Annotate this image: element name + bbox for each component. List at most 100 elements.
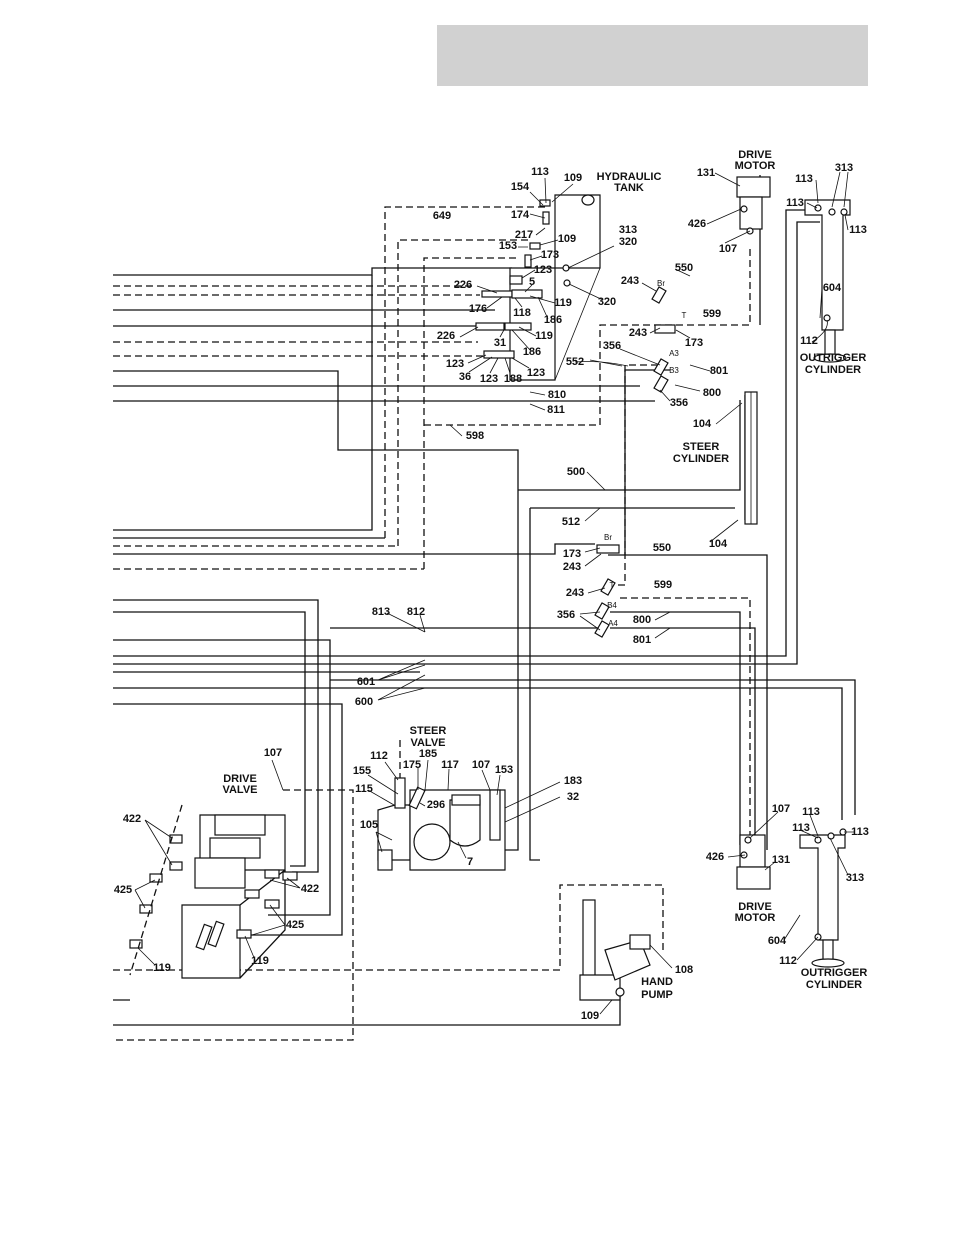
tank-fittings (475, 199, 571, 359)
callout-label: 313 (619, 224, 637, 236)
callout-label: CYLINDER (806, 979, 862, 991)
dashed-hose-line (384, 206, 548, 538)
component-part (653, 375, 669, 393)
component-part (483, 350, 515, 359)
callout-label: 296 (427, 799, 445, 811)
leader-lines (134, 171, 855, 1015)
drive-motor-bottom-label: DRIVE (738, 901, 772, 913)
dashed-hose-line (397, 239, 530, 546)
callout-label: 801 (710, 365, 728, 377)
component-part (827, 832, 835, 840)
outrigger-cylinder-top (804, 199, 851, 331)
component-part (736, 866, 771, 890)
callout-label: VALVE (222, 784, 257, 796)
callout-label: 217 (515, 229, 533, 241)
callout-label: 800 (703, 387, 721, 399)
callout-label: B4 (607, 601, 617, 610)
hose-line (113, 611, 306, 867)
component-part (828, 208, 836, 216)
hose-line (113, 209, 810, 657)
component-part (149, 873, 163, 883)
hose-line (113, 990, 621, 1026)
callout-label: 107 (264, 747, 282, 759)
callout-label: 811 (547, 404, 565, 416)
component-part (579, 974, 621, 1001)
component-part (282, 871, 298, 881)
component-part (413, 823, 451, 861)
callout-label: 313 (835, 162, 853, 174)
callout-label: 422 (301, 883, 319, 895)
callout-label: 600 (355, 696, 373, 708)
component-part (604, 939, 651, 981)
callout-label: 107 (719, 243, 737, 255)
callout-label: T (682, 311, 687, 320)
callout-label: 113 (531, 166, 549, 178)
component-part (744, 836, 752, 844)
callout-label: 105 (360, 819, 378, 831)
callout-label: Br (657, 279, 665, 288)
component-part (813, 353, 847, 363)
port-labels: Br T A3 B3 Br T B4 A4 (604, 279, 687, 628)
component-part (524, 254, 532, 268)
leader-line (554, 267, 601, 381)
callout-label: 154 (511, 181, 530, 193)
callout-label: PUMP (641, 989, 673, 1001)
callout-label: 7 (467, 856, 473, 868)
callout-label: 112 (800, 335, 818, 347)
callout-label: 801 (633, 634, 651, 646)
callout-label: 113 (792, 822, 810, 834)
components (129, 176, 851, 1001)
component-part (264, 869, 280, 879)
steer-cylinder-label: STEER (683, 441, 720, 453)
callout-label: 123 (480, 373, 498, 385)
drive-valve-label: DRIVE (223, 773, 257, 785)
callout-label: 243 (621, 275, 639, 287)
callout-label: 599 (654, 579, 672, 591)
callout-label: 173 (563, 548, 581, 560)
callout-label: A3 (669, 349, 679, 358)
component-part (582, 899, 596, 981)
callout-label: MOTOR (735, 912, 776, 924)
hose-line (610, 627, 756, 835)
component-part (481, 290, 513, 298)
callout-label: 185 (419, 748, 437, 760)
drive-motor-bottom (739, 834, 766, 868)
callout-label: 550 (675, 262, 693, 274)
callout-label: 131 (697, 167, 715, 179)
component-part (451, 794, 481, 806)
callout-label: 601 (357, 676, 375, 688)
callout-label: 119 (554, 297, 572, 309)
callout-label: 243 (566, 587, 584, 599)
outrigger-cylinder-bottom-label: OUTRIGGER (801, 967, 868, 979)
callout-label: 604 (768, 935, 787, 947)
callout-label: Br (604, 533, 612, 542)
callout-label: 108 (675, 964, 693, 976)
component-part (822, 939, 834, 961)
hose-line (608, 554, 768, 850)
component-part (264, 899, 280, 909)
component-part (651, 286, 667, 304)
callout-label: 243 (563, 561, 581, 573)
callout-label: 32 (567, 791, 579, 803)
callout-label: 119 (153, 962, 171, 974)
component-part (594, 602, 610, 620)
callout-label: 109 (558, 233, 576, 245)
callout-label: 356 (670, 397, 688, 409)
dashed-hose-line (620, 597, 751, 835)
callout-label: 356 (557, 609, 575, 621)
component-part (244, 889, 260, 899)
callout-label: 813 (372, 606, 390, 618)
callout-label: 104 (709, 538, 728, 550)
hose-line (624, 369, 670, 555)
callout-label: 31 (494, 337, 506, 349)
component-part (840, 208, 848, 216)
hose-line (113, 687, 843, 820)
component-labels: HYDRAULIC TANK DRIVE MOTOR OUTRIGGER CYL… (222, 149, 867, 1001)
dashed-hose-line (113, 789, 354, 1041)
callout-label: 112 (370, 750, 388, 762)
component-part (542, 211, 550, 225)
component-part (562, 264, 570, 272)
component-part (139, 904, 153, 914)
